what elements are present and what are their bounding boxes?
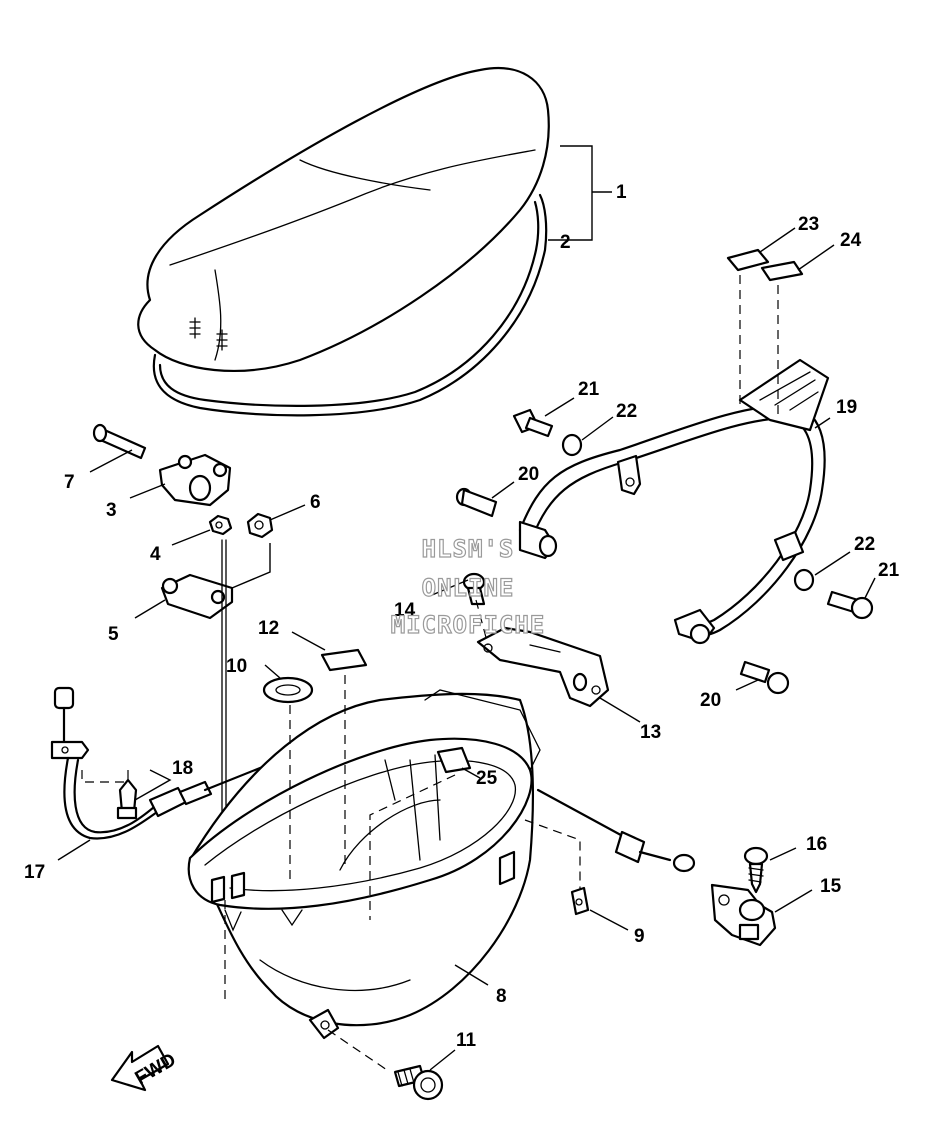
storage-case-part[interactable] [187,689,541,1040]
callout-10: 10 [226,656,247,677]
seat-hinge-lower-part[interactable] [160,573,234,620]
callout-leaders [57,227,876,1071]
tapping-screw-18-part[interactable] [116,778,138,820]
label-23-part[interactable] [726,248,770,272]
callout-21-upper: 21 [578,379,600,400]
callout-25: 25 [476,768,498,789]
hinge-pin-part[interactable] [92,423,147,460]
callout-4: 4 [150,544,161,565]
label-12-part[interactable] [320,648,368,672]
grab-bar-part[interactable] [518,358,830,645]
callout-11: 11 [456,1030,477,1051]
washer-22-lower-part[interactable] [793,568,815,592]
bolt-dashed-guide [327,1029,391,1073]
callout-2: 2 [560,232,571,253]
seat-hinge-upper-part[interactable] [158,453,232,507]
callout-14: 14 [394,600,416,621]
callout-1: 1 [616,182,627,203]
seat-callout-bracket [548,145,612,241]
bolt-20-lower-part[interactable] [739,660,790,695]
callout-5: 5 [108,624,119,645]
callout-21-lower: 21 [878,560,900,581]
lock-15-part[interactable] [710,883,777,947]
callout-12: 12 [258,618,279,639]
callout-19: 19 [836,397,857,418]
callout-22-upper: 22 [616,401,637,422]
callout-24: 24 [840,230,862,251]
callout-8: 8 [496,986,507,1007]
callout-15: 15 [820,876,842,897]
bolt-21-lower-part[interactable] [826,590,874,620]
callout-17: 17 [24,862,45,883]
watermark-line-1: HLSM'S [421,535,515,563]
label-25-part[interactable] [436,746,472,774]
hinge-nut-part[interactable] [208,514,233,536]
case-dashed-guides-2 [224,819,581,1000]
case-dashed-guides [289,675,456,920]
cable-dashed-guide [81,770,129,783]
washer-22-upper-part[interactable] [561,433,583,457]
bolt-21-upper-part[interactable] [512,408,554,438]
seat-band-part[interactable] [152,193,548,417]
grab-bar-dashed-guides [739,275,779,415]
screw-16-part[interactable] [743,846,769,894]
seat-part[interactable] [137,67,550,373]
callout-18: 18 [172,758,193,779]
callout-6: 6 [310,492,321,513]
hinge-collar-part[interactable] [246,512,274,539]
callout-13: 13 [640,722,661,743]
watermark-line-2: ONLINE [421,574,515,602]
bolt-11-part[interactable] [393,1064,444,1101]
callout-numbers: 1 2 3 4 5 6 7 8 9 10 11 12 13 14 15 16 1… [24,182,900,1051]
callout-7: 7 [64,472,75,493]
bolt-14-guide [475,599,489,646]
label-24-part[interactable] [760,260,804,282]
callout-20-upper: 20 [518,464,539,485]
callout-16: 16 [806,834,827,855]
callout-9: 9 [634,926,645,947]
cap-10-part[interactable] [262,676,314,704]
callout-23: 23 [798,214,819,235]
forward-direction-arrow: FWD [110,1044,180,1092]
clip-9-part[interactable] [570,886,590,916]
watermark-line-3: MICROFICHE [390,611,546,639]
bolt-20-upper-part[interactable] [455,487,498,518]
callout-20-lower: 20 [700,690,721,711]
callout-22-lower: 22 [854,534,875,555]
callout-3: 3 [106,500,117,521]
bracket-13-part[interactable] [476,626,610,708]
